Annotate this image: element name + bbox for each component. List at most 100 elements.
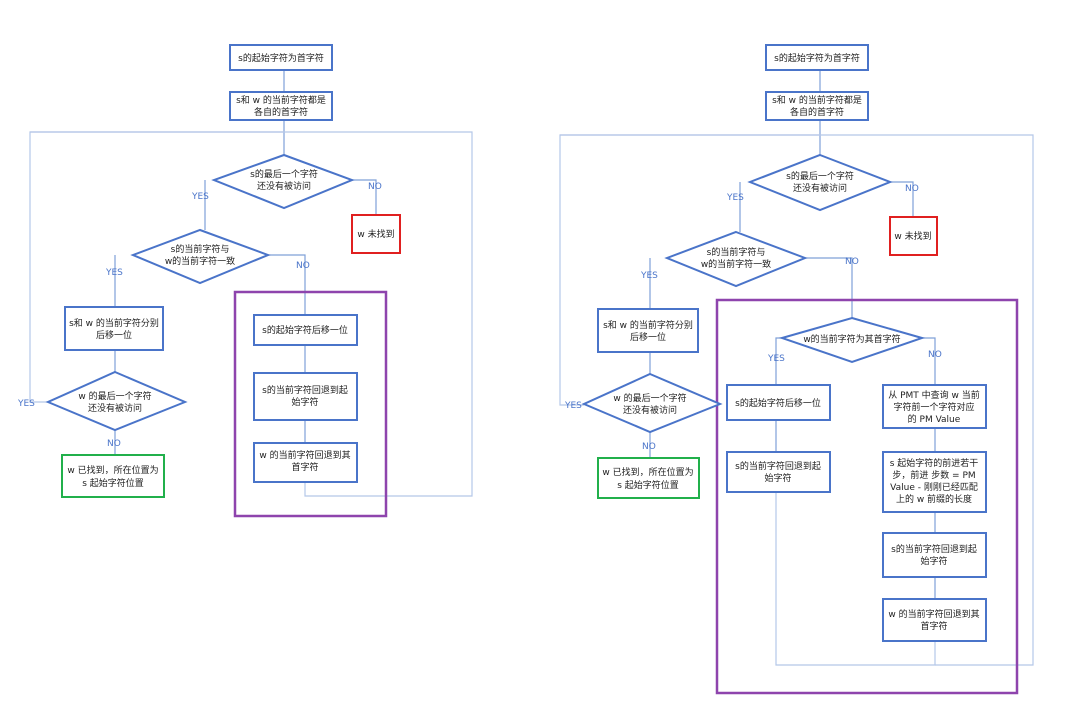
yes-step-2 (726, 451, 831, 493)
no-step-reset-w (882, 598, 987, 642)
decision3-text-1: w 的最后一个字符 (78, 390, 151, 402)
no-step-reset-w-text-2: 首字符 (920, 620, 947, 632)
no-label: NO (642, 442, 656, 452)
advance-text-1: s和 w 的当前字符分别 (603, 319, 693, 331)
no-label: NO (845, 257, 859, 267)
not-found-box (351, 214, 401, 254)
mismatch-step-1 (253, 314, 358, 346)
advance-box (64, 306, 164, 351)
connector (352, 179, 377, 215)
no-step-reset-s-text-2: 始字符 (920, 555, 947, 567)
no-step-shift-text-4: 上的 w 前缀的长度 (896, 493, 972, 505)
decision-text-2: 还没有被访问 (257, 180, 311, 192)
init-text-2: 各自的首字符 (254, 106, 308, 118)
init-box (229, 91, 333, 121)
decision-char-match (664, 230, 808, 288)
no-step-reset-w-text-1: w 的当前字符回退到其 (888, 608, 979, 620)
decision2-text-1: s的当前字符与 (171, 243, 230, 255)
loop-back-line (775, 492, 936, 666)
connector (922, 337, 936, 385)
yes-step-2-text-1: s的当前字符回退到起 (735, 460, 821, 472)
decision-last-char (747, 153, 893, 212)
found-text-1: w 已找到，所在位置为 (67, 464, 158, 476)
not-found-text: w 未找到 (894, 230, 931, 242)
decision-text-1: s的最后一个字符 (786, 170, 854, 182)
mismatch-step-2-text-2: 始字符 (291, 396, 318, 408)
decision2-text-2: w的当前字符一致 (701, 258, 771, 270)
decision3-text-2: 还没有被访问 (623, 404, 677, 416)
yes-label: YES (564, 401, 582, 411)
found-box (61, 454, 165, 498)
decision-text-1: s的最后一个字符 (250, 168, 318, 180)
found-text-1: w 已找到，所在位置为 (602, 466, 693, 478)
decision3-text-2: 还没有被访问 (88, 402, 142, 414)
no-step-reset-s (882, 532, 987, 578)
advance-box (597, 308, 699, 353)
loop-back-line (29, 131, 473, 497)
found-text-2: s 起始字符位置 (82, 477, 144, 489)
no-step-pmt-text-1: 从 PMT 中查询 w 当前 (888, 389, 980, 401)
init-text-1: s和 w 的当前字符都是 (772, 94, 862, 106)
mismatch-frame (715, 298, 1019, 695)
advance-text-1: s和 w 的当前字符分别 (69, 317, 159, 329)
yes-label: YES (767, 354, 785, 364)
decision4-text: w的当前字符为其首字符 (803, 333, 900, 345)
decision-last-char (211, 153, 355, 210)
start-text: s的起始字符为首字符 (774, 52, 860, 64)
start-box (765, 44, 869, 71)
connector (805, 257, 853, 318)
yes-label: YES (726, 193, 744, 203)
no-step-reset-s-text-1: s的当前字符回退到起 (891, 543, 977, 555)
yes-label: YES (640, 271, 658, 281)
yes-label: YES (17, 399, 35, 409)
decision-w-last-char (581, 372, 723, 434)
start-text: s的起始字符为首字符 (238, 52, 324, 64)
not-found-box (889, 216, 938, 256)
yes-step-2-text-2: 始字符 (764, 472, 791, 484)
no-step-shift (882, 451, 987, 513)
init-text-2: 各自的首字符 (790, 106, 844, 118)
decision3-text-1: w 的最后一个字符 (613, 392, 686, 404)
init-box (765, 91, 869, 121)
no-step-shift-text-1: s 起始字符的前进若干 (890, 457, 979, 469)
no-label: NO (905, 184, 919, 194)
decision2-text-2: w的当前字符一致 (165, 255, 235, 267)
init-text-1: s和 w 的当前字符都是 (236, 94, 326, 106)
yes-label: YES (105, 268, 123, 278)
decision-first-char (778, 316, 926, 364)
mismatch-step-3-text-1: w 的当前字符回退到其 (259, 449, 350, 461)
connector (890, 181, 914, 217)
no-label: NO (928, 350, 942, 360)
no-label: NO (368, 182, 382, 192)
right-flowchart: s的起始字符为首字符 s和 w 的当前字符都是 各自的首字符 s的最后一个字符 … (559, 44, 1034, 695)
no-step-shift-text-3: Value - 刚刚已经匹配 (890, 481, 978, 493)
decision2-text-1: s的当前字符与 (707, 246, 766, 258)
no-label: NO (296, 261, 310, 271)
no-step-shift-text-2: 步，前进 步数 = PM (892, 469, 975, 481)
advance-text-2: 后移一位 (630, 331, 666, 343)
not-found-text: w 未找到 (357, 228, 394, 240)
mismatch-step-2-text-1: s的当前字符回退到起 (262, 384, 348, 396)
advance-text-2: 后移一位 (96, 329, 132, 341)
found-box (597, 457, 700, 499)
yes-step-1-text: s的起始字符后移一位 (735, 397, 821, 409)
no-step-pmt-text-3: 的 PM Value (908, 413, 961, 425)
yes-step-1 (726, 384, 831, 421)
decision-text-2: 还没有被访问 (793, 182, 847, 194)
start-box (229, 44, 333, 71)
no-label: NO (107, 439, 121, 449)
mismatch-step-2 (253, 372, 358, 421)
mismatch-step-1-text: s的起始字符后移一位 (262, 324, 348, 336)
connector (268, 254, 306, 315)
mismatch-step-3 (253, 442, 358, 483)
mismatch-frame (233, 290, 388, 518)
decision-w-last-char (45, 370, 188, 432)
decision-char-match (130, 228, 271, 285)
found-text-2: s 起始字符位置 (617, 479, 679, 491)
no-step-pmt-text-2: 字符前一个字符对应 (893, 401, 974, 413)
left-flowchart: s的起始字符为首字符 s和 w 的当前字符都是 各自的首字符 s的最后一个字符 … (17, 44, 473, 518)
no-step-pmt (882, 384, 987, 429)
mismatch-step-3-text-2: 首字符 (291, 461, 318, 473)
yes-label: YES (191, 192, 209, 202)
